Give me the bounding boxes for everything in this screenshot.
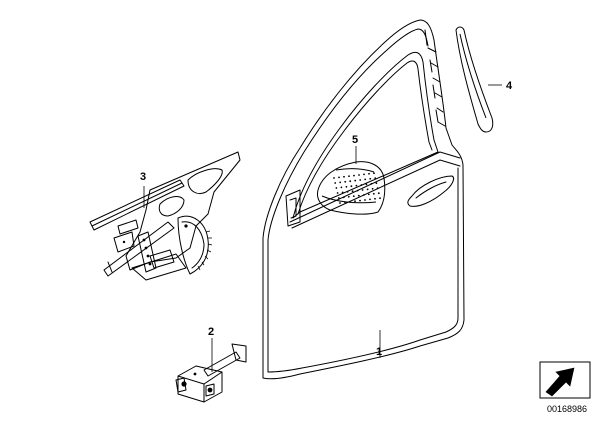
mirror-texture-dot [337, 197, 340, 199]
mirror-texture-dot [347, 195, 350, 198]
mirror-texture-dot [376, 187, 379, 190]
mirror-texture-dot [344, 180, 347, 183]
mirror-texture-dot [366, 188, 369, 191]
mirror-texture-dot [374, 177, 377, 180]
mirror-texture-dot [349, 200, 351, 203]
mirror-texture-dot [369, 198, 371, 201]
mirror-texture-dot [360, 184, 363, 186]
mirror-texture-dot [359, 179, 362, 181]
mirror-texture-dot [340, 186, 343, 189]
mirror-texture-dot [336, 192, 339, 194]
mirror-texture-dot [334, 182, 337, 184]
mirror-texture-dot [343, 175, 345, 178]
callout-5: 5 [352, 134, 358, 146]
callout-1: 1 [376, 346, 382, 358]
mirror-texture-dot [350, 185, 353, 188]
mirror-texture-dot [358, 174, 360, 176]
mirror-texture-dot [353, 174, 355, 177]
mirror-texture-dot [335, 187, 338, 189]
mirror-texture-dot [373, 172, 375, 175]
window-regulator-gear-teeth [197, 230, 213, 271]
mirror-texture-dot [359, 199, 361, 202]
mirror-texture-dot [379, 197, 381, 200]
mirror-texture-dot [368, 172, 370, 175]
document-stamp: 00168986 [539, 361, 591, 414]
mirror-texture-dot [339, 181, 342, 184]
callout-3: 3 [140, 171, 146, 183]
callout-labels: 3 2 1 4 5 [140, 80, 513, 358]
window-regulator-drawing [89, 151, 241, 281]
mirror-texture-dot [346, 190, 349, 193]
window-regulator-details [122, 224, 188, 266]
mirror-texture-dot [372, 192, 375, 195]
mirror-texture-dot [363, 173, 365, 176]
mirror-texture-dot [342, 196, 345, 199]
mirror-texture-dot [349, 180, 352, 183]
mirror-texture-dot [361, 189, 364, 191]
mirror-texture-dot [369, 177, 372, 180]
mirror-cover-texture [333, 172, 381, 204]
door-check-strap-drawing [175, 343, 247, 403]
mirror-texture-dot [352, 195, 355, 198]
document-number: 00168986 [547, 404, 587, 414]
mirror-texture-dot [355, 184, 358, 187]
mirror-texture-dot [364, 178, 367, 181]
door-shell-drawing [262, 19, 465, 380]
mirror-texture-dot [377, 192, 380, 195]
mirror-texture-dot [371, 187, 374, 190]
mirror-texture-dot [357, 194, 360, 197]
leader-lines [143, 84, 502, 372]
mirror-texture-dot [338, 176, 340, 179]
mirror-texture-dot [370, 182, 373, 185]
callout-2: 2 [208, 326, 214, 338]
direction-arrow-icon [545, 367, 586, 397]
mirror-cover-drawing [317, 161, 386, 215]
mirror-texture-dot [354, 200, 356, 203]
mirror-texture-dot [362, 194, 365, 196]
mirror-texture-dot [365, 183, 368, 186]
mirror-texture-dot [345, 185, 348, 188]
mirror-texture-dot [339, 202, 341, 204]
mirror-texture-dot [375, 182, 378, 185]
mirror-texture-dot [356, 189, 359, 192]
mirror-texture-dot [364, 199, 366, 201]
mirror-texture-dot [351, 190, 354, 193]
trim-strip-drawing [455, 26, 494, 133]
mirror-texture-dot [374, 197, 376, 200]
mirror-texture-dot [341, 191, 344, 194]
mirror-texture-dot [344, 201, 346, 204]
mirror-texture-dot [367, 193, 370, 196]
mirror-texture-dot [348, 175, 350, 178]
callout-4: 4 [506, 80, 513, 92]
door-check-strap-details [181, 372, 213, 393]
mirror-texture-dot [333, 177, 335, 179]
mirror-texture-dot [354, 179, 357, 182]
